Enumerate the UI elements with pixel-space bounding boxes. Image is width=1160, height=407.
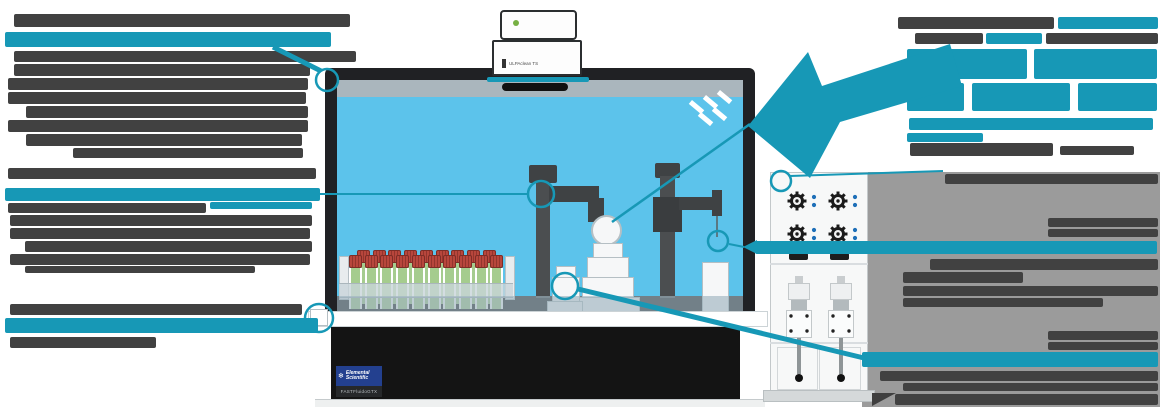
greeked-text-bar (10, 215, 312, 226)
autosampler-arm-1-post (536, 183, 550, 298)
tube-cap (380, 255, 394, 268)
greeked-text-bar (8, 78, 308, 90)
ulpa-filter-module-top (500, 10, 577, 40)
greeked-text-bar (8, 203, 206, 213)
greeked-text-bar (25, 266, 255, 273)
greeked-text-bar (1060, 146, 1134, 155)
greeked-text-bar (903, 298, 1103, 307)
greeked-text-bar (1048, 229, 1158, 237)
greeked-text-bar (903, 383, 1158, 391)
module-label: ULPAclean TS (509, 61, 539, 66)
greeked-text-bar (895, 394, 1158, 405)
greeked-heading-bar (5, 32, 331, 47)
greeked-heading-bar (986, 33, 1042, 44)
greeked-text-bar (903, 286, 1158, 296)
tower-divider-1 (770, 263, 868, 265)
syringe-top-tab (837, 276, 845, 283)
tube-cap (349, 255, 362, 268)
greeked-heading-bar (755, 241, 1157, 254)
autosampler-arm-1-arm (549, 186, 599, 202)
greeked-text-bar (915, 33, 983, 44)
greeked-text-bar (910, 143, 1053, 156)
greeked-heading-bar (972, 83, 1070, 111)
greeked-heading-bar (907, 83, 964, 111)
tube-cap (443, 255, 457, 268)
greeked-text-bar (1048, 218, 1158, 227)
greeked-text-bar (25, 241, 312, 252)
snowflake-icon: ❄ (338, 373, 344, 380)
brand-name-line2: Scientific (345, 375, 369, 381)
greeked-heading-bar (907, 133, 983, 142)
greeked-heading-bar (210, 202, 312, 209)
power-led (513, 20, 519, 26)
autosampler-arm-1-cap (529, 165, 557, 183)
greeked-text-bar (8, 92, 306, 104)
greeked-heading-bar (487, 77, 589, 82)
greeked-text-bar (880, 371, 1158, 381)
tube-cap (411, 255, 425, 268)
greeked-text-bar (26, 134, 302, 146)
greeked-text-bar (14, 51, 356, 62)
tube-cap (458, 255, 472, 268)
greeked-text-bar (10, 304, 302, 315)
display-slot-right (830, 253, 849, 260)
tube-cap (427, 255, 441, 268)
tube-cap (474, 255, 488, 268)
brand-badge: ❄ Elemental Scientific (336, 366, 382, 386)
greeked-text-bar (930, 259, 1158, 270)
greeked-text-bar (8, 120, 308, 132)
greeked-text-bar (1048, 331, 1158, 340)
greeked-text-bar (1048, 342, 1158, 350)
greeked-text-bar (10, 337, 156, 348)
greeked-text-bar (73, 148, 303, 158)
greeked-text-bar (14, 14, 350, 27)
tube-cap (364, 255, 378, 268)
display-slot-left (789, 253, 808, 260)
greeked-text-bar (8, 168, 316, 179)
greeked-heading-bar (5, 318, 318, 333)
greeked-text-bar (1046, 33, 1158, 44)
greeked-heading-bar (5, 188, 320, 201)
greeked-text-bar (10, 228, 310, 239)
greeked-heading-bar (1034, 49, 1157, 79)
greeked-text-bar (898, 17, 1054, 29)
tube-cap (396, 255, 410, 268)
greeked-text-bar (945, 174, 1158, 184)
brand-name-line1: Elemental (345, 370, 370, 376)
greeked-heading-bar (909, 118, 1153, 130)
ulpa-filter-module-body (492, 40, 582, 76)
greeked-text-bar (903, 272, 1023, 283)
sample-rack (338, 250, 515, 311)
greeked-heading-bar (1058, 17, 1158, 29)
tube-cap (490, 255, 504, 268)
product-name-label: FASTFluidoGTX (336, 386, 382, 397)
greeked-text-bar (14, 64, 310, 76)
greeked-heading-bar (862, 352, 1158, 367)
syringe-top-tab (795, 276, 803, 283)
greeked-text-bar (10, 254, 310, 265)
greeked-heading-bar (1078, 83, 1157, 111)
lid-handle (502, 83, 568, 91)
greeked-heading-bar (907, 49, 1027, 79)
module-label-icon (502, 59, 506, 68)
greeked-text-bar (26, 106, 308, 118)
floor-strip (315, 399, 765, 407)
